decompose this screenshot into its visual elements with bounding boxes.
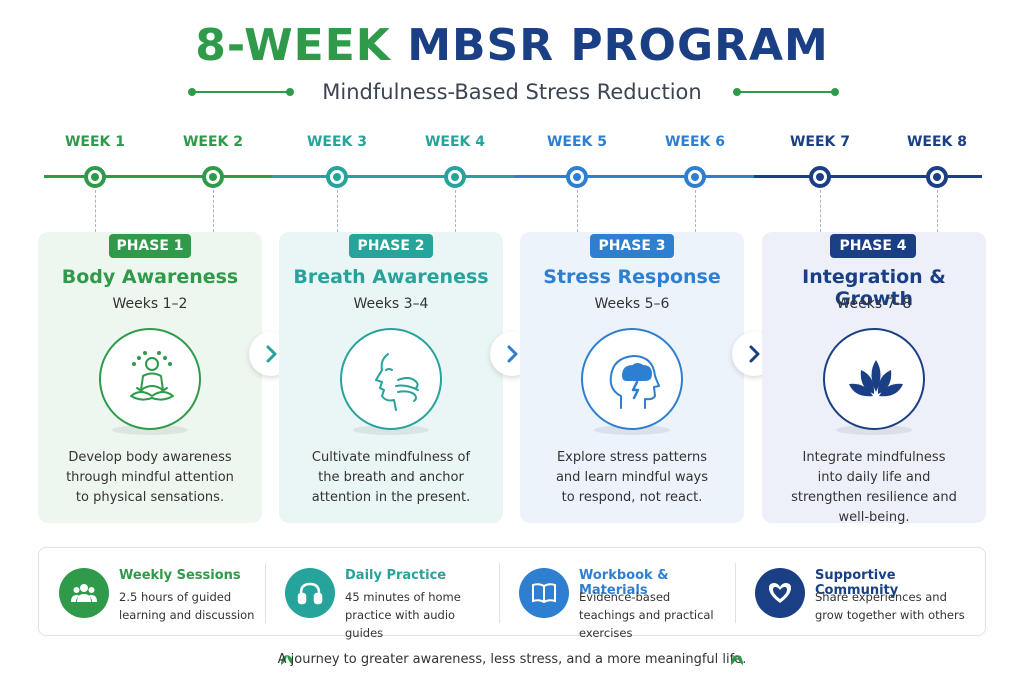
timeline-segment [44, 175, 272, 178]
week-label: WEEK 8 [906, 134, 968, 150]
phase-title: Integration & Growth [802, 266, 946, 310]
feature-description: Evidence-based teachings and practical e… [579, 590, 714, 640]
week-label: WEEK 3 [306, 134, 368, 150]
timeline-connector [95, 190, 96, 232]
timeline-node [326, 166, 348, 188]
phase-description: Develop body awareness through mindful a… [66, 450, 234, 505]
headphones-icon [285, 568, 335, 618]
heart-icon [755, 568, 805, 618]
tagline: A journey to greater awareness, less str… [277, 652, 747, 667]
phase-weeks: Weeks 3–4 [353, 296, 429, 312]
subtitle-rule-left [190, 91, 290, 93]
leaf-icon [281, 655, 293, 665]
timeline-connector [337, 190, 338, 232]
feature-title: Workbook & Materials [579, 568, 669, 598]
chevron-right-icon [507, 345, 518, 363]
phase-title: Stress Response [543, 266, 721, 288]
timeline-node [926, 166, 948, 188]
timeline-segment [754, 175, 982, 178]
phase-title: Body Awareness [61, 266, 239, 288]
week-label: WEEK 5 [546, 134, 608, 150]
subtitle-dot [188, 88, 196, 96]
page-title: 8-WEEK MBSR PROGRAM [0, 20, 1024, 71]
meditation-icon [99, 328, 201, 430]
subtitle-dot [831, 88, 839, 96]
phase-badge: PHASE 4 [830, 234, 916, 258]
phase-description: Integrate mindfulness into daily life an… [791, 450, 957, 525]
phase-badge: PHASE 2 [349, 234, 433, 258]
timeline-segment [514, 175, 754, 178]
week-label: WEEK 7 [789, 134, 851, 150]
week-label: WEEK 2 [182, 134, 244, 150]
week-label: WEEK 4 [424, 134, 486, 150]
icon-shadow [594, 425, 670, 435]
chevron-right-icon [749, 345, 760, 363]
phase-title: Breath Awareness [293, 266, 489, 288]
feature-item: Workbook & Materials Evidence-based teac… [499, 548, 736, 640]
feature-title: Weekly Sessions [119, 568, 241, 583]
divider [265, 563, 266, 623]
icon-shadow [353, 425, 429, 435]
timeline-connector [695, 190, 696, 232]
phase-weeks: Weeks 1–2 [112, 296, 188, 312]
storm-head-icon [581, 328, 683, 430]
group-icon [59, 568, 109, 618]
chevron-right-icon [266, 345, 277, 363]
timeline-connector [455, 190, 456, 232]
phase-description: Cultivate mindfulness of the breath and … [311, 450, 471, 505]
subtitle-rule-right [735, 91, 835, 93]
feature-title: Daily Practice [345, 568, 447, 583]
timeline-connector [937, 190, 938, 232]
divider [735, 563, 736, 623]
subtitle-dot [733, 88, 741, 96]
book-icon [519, 568, 569, 618]
page-subtitle: Mindfulness-Based Stress Reduction [322, 80, 702, 104]
timeline-node [566, 166, 588, 188]
icon-shadow [112, 425, 188, 435]
feature-item: Supportive Community Share experiences a… [735, 548, 972, 637]
timeline-node [84, 166, 106, 188]
timeline-node [684, 166, 706, 188]
feature-description: Share experiences and grow together with… [815, 590, 965, 622]
timeline-node [444, 166, 466, 188]
title-part-1: 8-WEEK [195, 20, 391, 71]
timeline-connector [820, 190, 821, 232]
phase-weeks: Weeks 5–6 [594, 296, 670, 312]
phase-badge: PHASE 3 [590, 234, 674, 258]
feature-item: Weekly Sessions 2.5 hours of guided lear… [39, 548, 276, 637]
timeline-connector [213, 190, 214, 232]
timeline-node [202, 166, 224, 188]
divider [499, 563, 500, 623]
phase-badge: PHASE 1 [109, 234, 191, 258]
subtitle-row: Mindfulness-Based Stress Reduction [0, 78, 1024, 108]
week-label: WEEK 6 [664, 134, 726, 150]
lotus-icon [823, 328, 925, 430]
timeline-connector [577, 190, 578, 232]
timeline-segment [272, 175, 514, 178]
icon-shadow [836, 425, 912, 435]
title-part-2: MBSR PROGRAM [407, 20, 829, 71]
feature-description: 45 minutes of home practice with audio g… [345, 590, 461, 640]
feature-description: 2.5 hours of guided learning and discuss… [119, 590, 255, 622]
subtitle-dot [286, 88, 294, 96]
feature-title: Supportive Community [815, 568, 899, 598]
features-panel: Weekly Sessions 2.5 hours of guided lear… [38, 547, 986, 640]
feature-item: Daily Practice 45 minutes of home practi… [265, 548, 502, 640]
phase-description: Explore stress patterns and learn mindfu… [555, 450, 709, 505]
timeline-node [809, 166, 831, 188]
phase-weeks: Weeks 7–8 [836, 296, 912, 312]
week-label: WEEK 1 [64, 134, 126, 150]
leaf-icon [731, 655, 743, 665]
breath-face-icon [340, 328, 442, 430]
